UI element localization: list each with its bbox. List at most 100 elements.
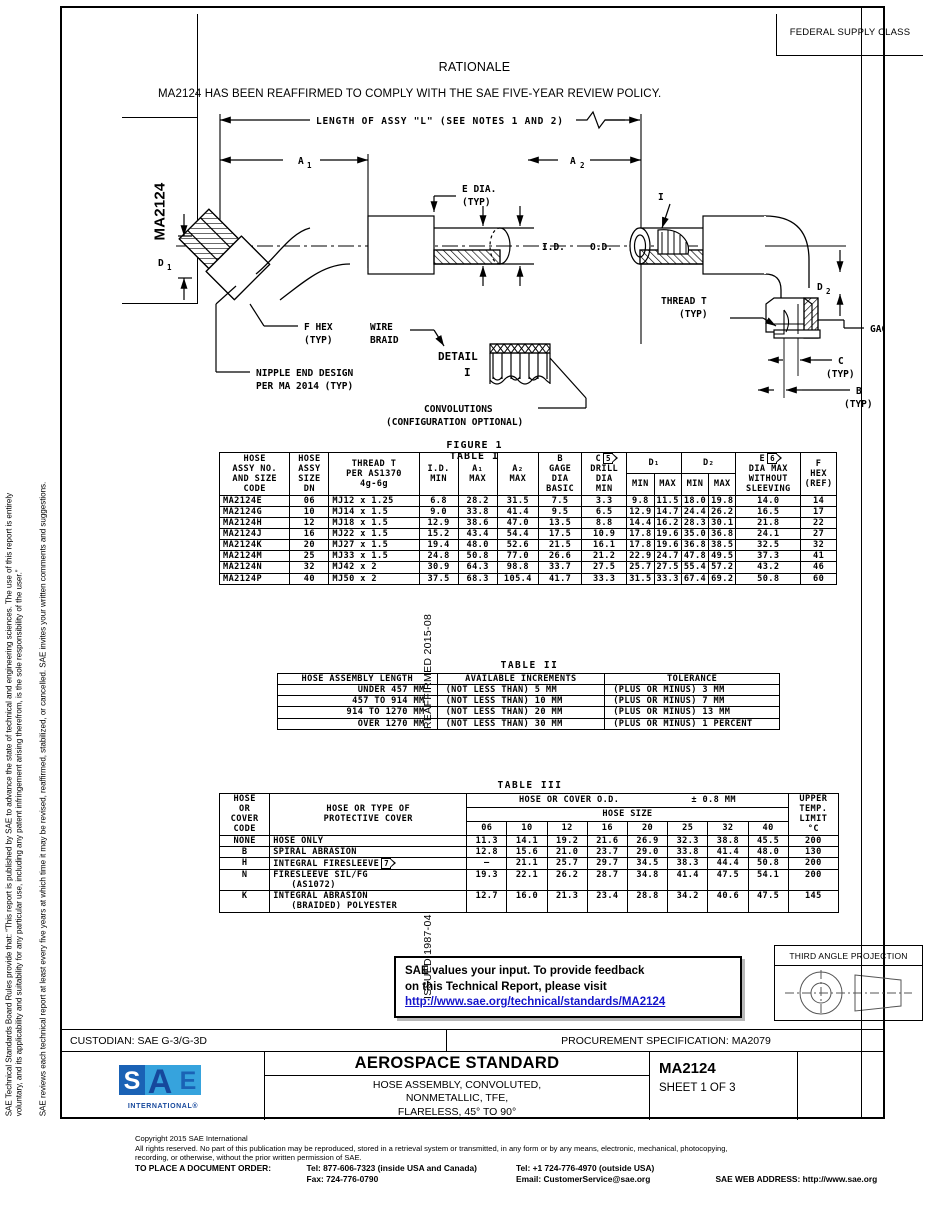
th-line: ASSY	[298, 463, 321, 474]
table-3-cell-size-12: 25.7	[546, 856, 588, 870]
svg-text:1: 1	[307, 161, 312, 170]
table-3-cell-size-32: 44.4	[707, 856, 749, 870]
cover-line-2: (BRAIDED) POLYESTER	[291, 901, 398, 912]
table-1-cell-dn: 12	[289, 516, 330, 529]
figure-caption-line1: FIGURE 1	[446, 440, 503, 451]
table-row: 457 TO 914 MM(NOT LESS THAN) 10 MM(PLUS …	[277, 695, 780, 708]
table-3-cell-size-25: 38.3	[667, 856, 709, 870]
th-available-increments: AVAILABLE INCREMENTS	[436, 672, 606, 686]
table-1-cell-d1min: 22.9	[626, 550, 655, 563]
footer-email: Email: CustomerService@sae.org	[516, 1173, 651, 1184]
frame-right-divider	[861, 6, 862, 1119]
table-1-cell-a2: 54.4	[496, 527, 540, 541]
table-3-cell-size-16: 23.4	[586, 890, 628, 913]
table-1-cell-e: 21.8	[735, 516, 802, 529]
th-line: BASIC	[546, 483, 575, 494]
table-3-cell-cover: HOSE ONLY	[269, 834, 468, 847]
svg-text:BRAID: BRAID	[370, 335, 399, 346]
table-1-cell-a1: 64.3	[457, 561, 498, 574]
table-3-cell-temp: 200	[787, 856, 840, 870]
table-3-cell-size-25: 32.3	[667, 834, 709, 847]
table-1-cell-d2min: 35.0	[680, 527, 710, 541]
table-1-cell-dn: 16	[289, 527, 330, 541]
th-line: COVER	[230, 814, 259, 825]
svg-text:(TYP): (TYP)	[462, 197, 491, 208]
svg-text:WIRE: WIRE	[370, 322, 393, 333]
table-1-cell-e: 43.2	[735, 561, 802, 574]
th-d2-max: MAX	[708, 473, 737, 496]
th-d1-min: MIN	[626, 473, 655, 496]
th-line: PROTECTIVE COVER	[323, 814, 413, 825]
table-1-cell-b: 33.7	[538, 561, 583, 574]
feedback-line-2: on this Technical Report, please visit	[405, 980, 607, 993]
th-line: ASSY NO.	[232, 463, 277, 474]
table-3-cell-size-06: 12.8	[466, 845, 508, 858]
table-1-cell-f: 60	[800, 572, 837, 585]
table-3-cell-code: N	[218, 868, 271, 892]
table-2-wrapper: TABLE II HOSE ASSEMBLY LENGTH AVAILABLE …	[277, 660, 782, 730]
table-3-cell-cover: INTEGRAL ABRASION(BRAIDED) POLYESTER	[269, 890, 468, 913]
table-3-header-row-1: HOSE OR COVER CODE HOSE OR TYPE OF PROTE…	[218, 793, 840, 836]
table-1-cell-thread: MJ18 x 1.5	[328, 516, 420, 529]
table-3-cell-size-32: 47.5	[707, 868, 749, 892]
table-1-cell-a2: 41.4	[496, 505, 540, 518]
feedback-url-link[interactable]: http://www.sae.org/technical/standards/M…	[405, 996, 666, 1009]
table-1-cell-d1min: 12.9	[626, 505, 655, 518]
th-od-tolerance: ± 0.8 MM	[691, 795, 736, 806]
th-a2-max: A₂ MAX	[496, 452, 540, 496]
th-f-hex: F HEX (REF)	[800, 452, 837, 496]
svg-text:D: D	[817, 282, 823, 293]
table-3-cell-size-40: 45.5	[747, 834, 789, 847]
svg-text:(CONFIGURATION OPTIONAL): (CONFIGURATION OPTIONAL)	[386, 417, 523, 428]
table-1-cell-f: 22	[800, 516, 837, 529]
table-3-title: TABLE III	[497, 780, 563, 791]
footer-order-row-2: Fax: 724-776-0790 Email: CustomerService…	[135, 1174, 895, 1185]
table-1-cell-a1: 33.8	[457, 505, 498, 518]
table-1-cell-code: MA2124K	[218, 539, 291, 552]
table-1-cell-code: MA2124P	[218, 572, 291, 585]
feedback-line-1: SAE values your input. To provide feedba…	[405, 965, 645, 977]
table-1-cell-e: 24.1	[735, 527, 802, 541]
table-1-cell-c: 6.5	[581, 505, 628, 518]
table-3-cell-size-12: 21.3	[546, 890, 588, 913]
disclaimer-line-1: SAE Technical Standards Board Rules prov…	[4, 492, 14, 1116]
svg-text:PER MA 2014 (TYP): PER MA 2014 (TYP)	[256, 381, 353, 392]
table-1-cell-a2: 52.6	[496, 539, 540, 552]
th-tolerance: TOLERANCE	[604, 672, 780, 686]
table-3-size-header: 16	[586, 820, 628, 836]
table-3-cell-code: K	[218, 890, 271, 913]
table-1-cell-d2min: 55.4	[680, 561, 710, 574]
th-line: MAX	[509, 473, 527, 484]
table-1-cell-d2min: 24.4	[680, 505, 710, 518]
table-1-cell-a2: 77.0	[496, 550, 540, 563]
table-1-cell-d1max: 24.7	[653, 550, 682, 563]
th-od-label: HOSE OR COVER O.D.	[518, 795, 620, 806]
footer-tel-inside: Tel: 877-606-7323 (inside USA and Canada…	[306, 1163, 477, 1174]
custodian-strip: CUSTODIAN: SAE G-3/G-3D PROCUREMENT SPEC…	[62, 1029, 885, 1052]
footer-rights-2: recording, or otherwise, without the pri…	[135, 1153, 362, 1163]
th-hose-or-cover-od: HOSE OR COVER O.D. ± 0.8 MM	[466, 793, 789, 808]
table-3-cell-size-25: 41.4	[667, 868, 709, 892]
table-3-cell-size-12: 19.2	[546, 834, 588, 847]
table-3-cell-temp: 200	[787, 868, 840, 892]
footer-order-row-1: TO PLACE A DOCUMENT ORDER: Tel: 877-606-…	[135, 1163, 895, 1174]
table-1-cell-a2: 98.8	[496, 561, 540, 574]
table-3-cell-code: H	[218, 856, 271, 870]
standard-description: HOSE ASSEMBLY, CONVOLUTED, NONMETALLIC, …	[265, 1076, 649, 1119]
footer-fax: Fax: 724-776-0790	[306, 1173, 379, 1184]
table-3-cell-size-10: 16.0	[506, 890, 548, 913]
table-1-cell-d1max: 14.7	[653, 505, 682, 518]
table-1-cell-thread: MJ33 x 1.5	[328, 550, 420, 563]
table-3-wrapper: TABLE III HOSE OR COVER CODE HOSE OR TYP…	[218, 780, 841, 913]
table-3-size-header: 10	[506, 820, 548, 836]
sae-logo-icon: S E A	[119, 1063, 201, 1101]
